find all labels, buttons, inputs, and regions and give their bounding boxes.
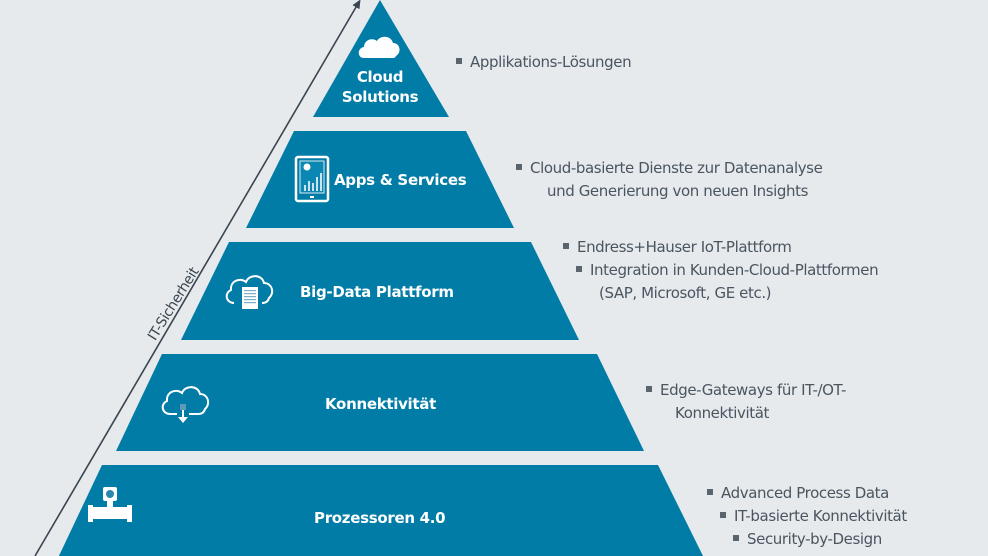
layer-2-shape [246,131,514,228]
cloud-download-icon [161,386,210,423]
layer-3-label: Big-Data Plattform [300,283,454,301]
description-item: Applikations-Lösungen [456,51,632,74]
layer-2-label: Apps & Services [334,171,467,189]
description-item: IT-basierte Konnektivität [707,505,907,528]
cloud-icon [358,36,400,58]
bullet-icon [456,57,462,64]
description-item: Edge-Gateways für IT-/OT- [646,379,846,402]
description-item: Advanced Process Data [707,482,907,505]
description-continuation: und Generierung von neuen Insights [547,182,809,200]
layer-1-label: Cloud Solutions [318,67,442,107]
layer-1-description: Applikations-Lösungen [456,51,632,74]
bullet-icon [720,511,726,518]
layer-5-label: Prozessoren 4.0 [314,509,446,527]
layer-4-label: Konnektivität [325,395,436,413]
bullet-icon [576,265,582,272]
tablet-chart-icon [294,155,330,203]
layer-4-shape [116,354,644,451]
description-item: Integration in Kunden-Cloud-Plattformen [563,259,879,282]
flowmeter-icon [88,487,132,522]
description-item: Endress+Hauser IoT-Plattform [563,236,878,259]
layer-4-description: Edge-Gateways für IT-/OT- Konnektivität [646,379,846,425]
description-item: Security-by-Design [707,528,907,551]
bullet-icon [707,488,713,495]
description-continuation: Konnektivität [675,404,770,422]
bullet-icon [733,534,739,541]
layer-3-description: Endress+Hauser IoT-Plattform Integration… [563,236,879,305]
description-continuation: (SAP, Microsoft, GE etc.) [599,284,772,302]
layer-1-shape [313,0,449,117]
layer-5-shape [58,465,704,556]
bullet-icon [516,163,522,170]
bullet-icon [646,385,652,392]
layer-1-label-line-2: Solutions [341,88,419,106]
bullet-icon [563,242,569,249]
description-item: Cloud-basierte Dienste zur Datenanalyse [516,157,823,180]
layer-3-shape [181,242,579,340]
layer-5-description: Advanced Process Data IT-basierte Konnek… [707,482,907,551]
layer-1-label-line-1: Cloud [356,68,404,86]
cloud-server-icon [225,275,274,309]
it-security-arrow [34,0,361,556]
layer-2-description: Cloud-basierte Dienste zur Datenanalyse … [516,157,823,203]
